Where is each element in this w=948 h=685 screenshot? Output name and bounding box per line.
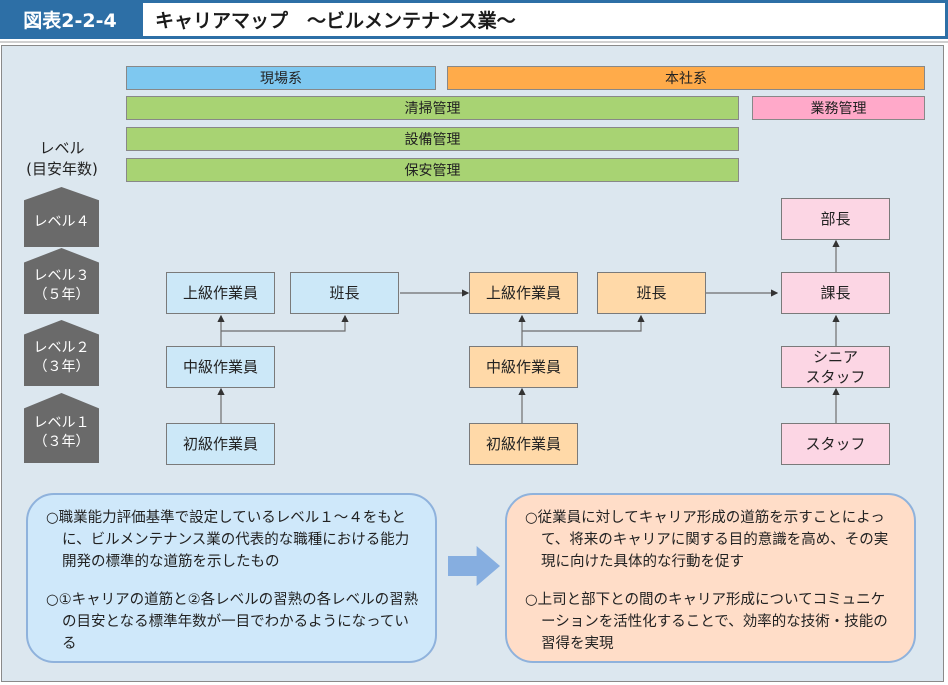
node-label: 初級作業員: [182, 435, 258, 453]
node-office-senior-staff: シニア スタッフ: [781, 346, 890, 388]
node-label: 上級作業員: [182, 284, 258, 302]
node-label: 中級作業員: [485, 358, 561, 376]
band-gyomu-label: 業務管理: [810, 101, 867, 117]
node-label-line1: シニア: [812, 348, 858, 366]
note-purpose: ○職業能力評価基準で設定しているレベル１～４をもとに、ビルメンテナンス業の代表的…: [26, 493, 437, 663]
node-label: 部長: [820, 210, 851, 228]
node-hf-intermediate-worker: 中級作業員: [469, 346, 578, 388]
node-label: スタッフ: [805, 435, 866, 453]
note-effects-item-1: ○従業員に対してキャリア形成の道筋を示すことによって、将来のキャリアに関する目的…: [525, 510, 889, 570]
band-hoan: 保安管理: [126, 158, 739, 182]
level-2-marker: レベル２ （３年）: [24, 320, 99, 386]
level-3-name: レベル３: [33, 268, 90, 284]
node-genba-junior-worker: 初級作業員: [166, 423, 275, 465]
level-3-years: （５年）: [33, 287, 90, 303]
node-office-general-manager: 部長: [781, 198, 890, 240]
node-label: 上級作業員: [485, 284, 561, 302]
band-hoan-label: 保安管理: [404, 163, 461, 179]
note-purpose-item-1: ○職業能力評価基準で設定しているレベル１～４をもとに、ビルメンテナンス業の代表的…: [46, 510, 410, 570]
level-2-years: （３年）: [33, 359, 90, 375]
node-genba-senior-worker: 上級作業員: [166, 272, 275, 314]
node-label: 班長: [329, 284, 360, 302]
node-label-line2: スタッフ: [805, 368, 866, 386]
level-1-years: （３年）: [33, 434, 90, 450]
node-genba-team-leader: 班長: [290, 272, 399, 314]
level-1-name: レベル１: [33, 415, 90, 431]
node-hf-senior-worker: 上級作業員: [469, 272, 578, 314]
level-4-marker: レベル４: [24, 187, 99, 247]
level-heading-line1: レベル: [39, 139, 85, 157]
band-genba: 現場系: [126, 66, 436, 90]
band-genba-label: 現場系: [260, 71, 302, 87]
node-office-staff: スタッフ: [781, 423, 890, 465]
band-setsubi: 設備管理: [126, 127, 739, 151]
node-office-section-manager: 課長: [781, 272, 890, 314]
node-label: 班長: [636, 284, 667, 302]
figure-title: キャリアマップ ～ビルメンテナンス業～: [143, 3, 945, 36]
level-1-marker: レベル１ （３年）: [24, 393, 99, 463]
node-genba-intermediate-worker: 中級作業員: [166, 346, 275, 388]
band-gyomu: 業務管理: [752, 96, 925, 120]
level-heading: レベル (目安年数): [22, 138, 102, 180]
band-honsha: 本社系: [447, 66, 925, 90]
band-seisou-label: 清掃管理: [404, 101, 461, 117]
note-purpose-item-2: ○①キャリアの道筋と②各レベルの習熟の各レベルの習熟の目安となる標準年数が一目で…: [46, 592, 419, 652]
node-hf-junior-worker: 初級作業員: [469, 423, 578, 465]
level-2-name: レベル２: [33, 340, 90, 356]
note-effects-item-2: ○上司と部下との間のキャリア形成についてコミュニケーションを活性化することで、効…: [525, 592, 888, 652]
figure-number: 図表2-2-4: [23, 10, 117, 32]
band-setsubi-label: 設備管理: [404, 132, 461, 148]
band-seisou: 清掃管理: [126, 96, 739, 120]
node-label: 中級作業員: [182, 358, 258, 376]
level-heading-line2: (目安年数): [26, 160, 98, 178]
node-label: 課長: [820, 284, 851, 302]
node-hf-team-leader: 班長: [597, 272, 706, 314]
header-divider: [0, 41, 948, 43]
note-effects: ○従業員に対してキャリア形成の道筋を示すことによって、将来のキャリアに関する目的…: [505, 493, 916, 663]
band-honsha-label: 本社系: [665, 71, 707, 87]
level-3-marker: レベル３ （５年）: [24, 248, 99, 314]
level-4-name: レベル４: [33, 213, 90, 230]
node-label: 初級作業員: [485, 435, 561, 453]
figure-header: 図表2-2-4 キャリアマップ ～ビルメンテナンス業～: [0, 0, 948, 39]
